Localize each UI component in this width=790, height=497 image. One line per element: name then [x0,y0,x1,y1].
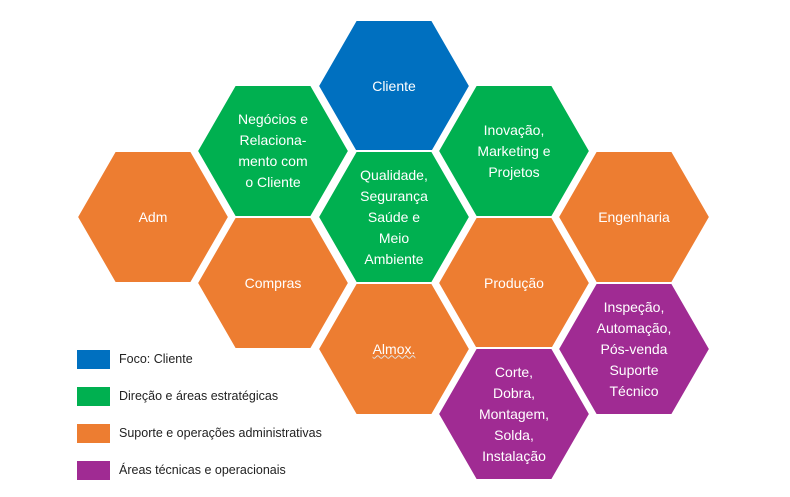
legend-swatch-blue [77,349,110,369]
legend-label: Áreas técnicas e operacionais [119,463,286,477]
hexagon-shape-almox [316,282,472,416]
legend-item-purple: Áreas técnicas e operacionais [77,460,322,480]
hexagon-producao [436,216,592,350]
hexagon-almox [316,282,472,416]
legend-item-blue: Foco: Cliente [77,349,322,369]
hexagon-shape-inovacao [436,84,592,218]
hexagon-shape-engenharia [556,150,712,284]
hexagon-engenharia [556,150,712,284]
legend-swatch-purple [77,460,110,480]
legend-item-orange: Suporte e operações administrativas [77,423,322,443]
hexagon-cliente [316,19,472,153]
legend-swatch-orange [77,423,110,443]
legend-label: Direção e áreas estratégicas [119,389,279,403]
hexagon-shape-corte [436,347,592,481]
hexagon-shape-qualidade [316,150,472,284]
hexagon-adm [75,150,231,284]
legend-label: Foco: Cliente [119,352,193,366]
hexagon-shape-compras [195,216,351,350]
hexagon-compras [195,216,351,350]
hexagon-shape-negocios [195,84,351,218]
hexagon-inovacao [436,84,592,218]
hexagon-inspecao [556,282,712,416]
hexagon-shape-inspecao [556,282,712,416]
hexagon-corte [436,347,592,481]
hexagon-shape-producao [436,216,592,350]
hexagon-shape-adm [75,150,231,284]
hexagon-qualidade [316,150,472,284]
legend-swatch-green [77,386,110,406]
legend: Foco: Cliente Direção e áreas estratégic… [77,349,322,497]
hexagon-negocios [195,84,351,218]
legend-label: Suporte e operações administrativas [119,426,322,440]
hexagon-shape-cliente [316,19,472,153]
legend-item-green: Direção e áreas estratégicas [77,386,322,406]
